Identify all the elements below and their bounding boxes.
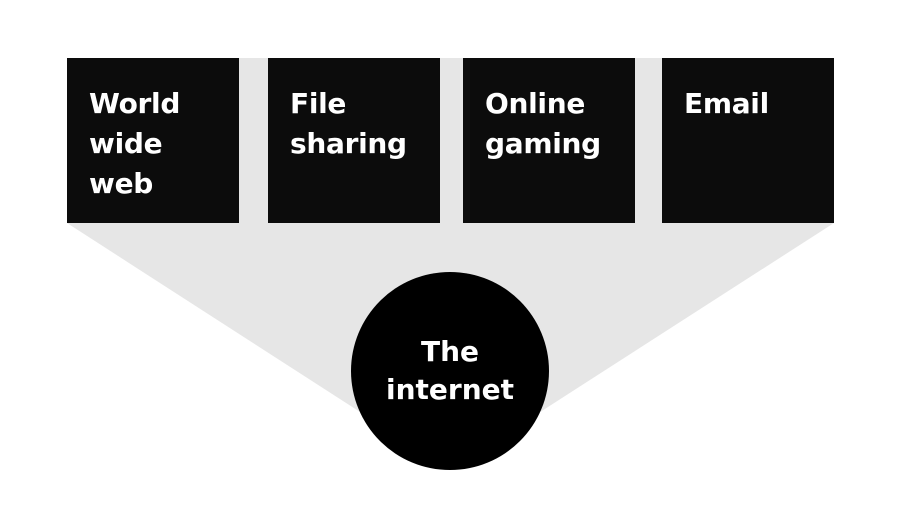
service-box-world-wide-web: World wide web xyxy=(67,58,239,223)
service-box-online-gaming: Online gaming xyxy=(463,58,635,223)
service-label: File sharing xyxy=(290,87,407,160)
service-label: Email xyxy=(684,87,769,120)
internet-hub-circle: The internet xyxy=(351,272,549,470)
service-label: Online gaming xyxy=(485,87,601,160)
service-label: World wide web xyxy=(89,87,181,200)
service-box-file-sharing: File sharing xyxy=(268,58,440,223)
hub-label: The internet xyxy=(385,335,515,406)
funnel-shape xyxy=(67,58,834,470)
service-box-email: Email xyxy=(662,58,834,223)
